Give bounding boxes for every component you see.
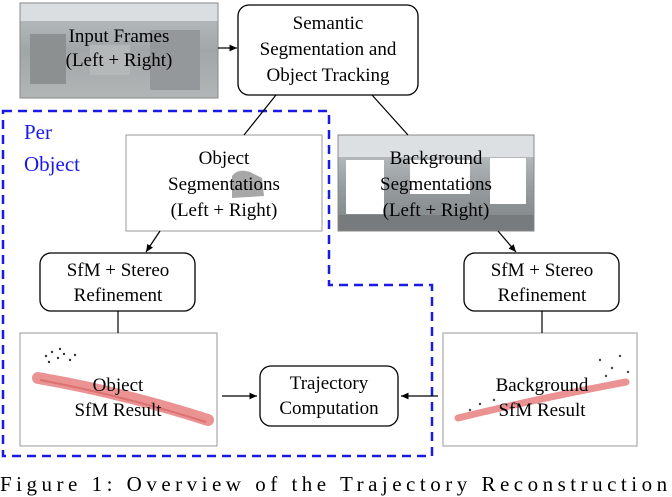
background-sfm-label-line2: SfM Result xyxy=(498,400,586,421)
background-seg-label-line2: Segmentations xyxy=(380,174,492,195)
pipeline-diagram: Per Object Input Frames (Left + Right) S… xyxy=(1,2,638,458)
object-silhouette xyxy=(232,170,264,198)
background-point-cloud xyxy=(454,354,630,422)
input-frames-image xyxy=(19,2,219,99)
sfm-left-label-line1: SfM + Stereo xyxy=(67,260,170,281)
object-seg-label-line1: Object xyxy=(199,148,250,169)
sfm-right-label-line1: SfM + Stereo xyxy=(491,260,594,281)
edge-object-to-sfm xyxy=(145,230,161,253)
input-frames-label-line1: Input Frames xyxy=(69,26,170,47)
sfm-right-label-line2: Refinement xyxy=(498,285,587,306)
background-seg-label-line3: (Left + Right) xyxy=(383,200,490,221)
semantic-seg-label-line2: Segmentation and xyxy=(260,39,397,60)
background-segmentations-image xyxy=(337,134,535,232)
trajectory-label-line2: Computation xyxy=(279,398,379,419)
object-sfm-label-line2: SfM Result xyxy=(74,400,162,421)
sfm-left-label-line2: Refinement xyxy=(74,285,163,306)
figure-caption: Figure 1: Overview of the Trajectory Rec… xyxy=(0,472,672,496)
trajectory-computation-box xyxy=(259,365,399,427)
object-seg-label-line2: Segmentations xyxy=(168,174,280,195)
object-seg-label-line3: (Left + Right) xyxy=(171,200,278,221)
edge-semantic-to-object xyxy=(243,94,277,136)
background-seg-label-line1: Background xyxy=(390,148,483,169)
per-object-label-line2: Object xyxy=(24,152,80,176)
object-point-cloud xyxy=(32,347,214,426)
trajectory-label-line1: Trajectory xyxy=(290,373,369,394)
input-frames-label-line2: (Left + Right) xyxy=(66,50,173,71)
semantic-seg-label-line1: Semantic xyxy=(293,13,364,34)
per-object-region xyxy=(1,109,434,458)
per-object-label-line1: Per xyxy=(24,120,52,144)
edge-semantic-to-background xyxy=(371,94,409,136)
background-sfm-label-line1: Background xyxy=(496,375,589,396)
object-sfm-label-line1: Object xyxy=(93,375,144,396)
object-segmentations-box xyxy=(125,134,323,232)
semantic-seg-label-line3: Object Tracking xyxy=(267,65,390,86)
semantic-segmentation-box xyxy=(237,4,419,96)
edge-background-to-sfm xyxy=(497,230,517,253)
